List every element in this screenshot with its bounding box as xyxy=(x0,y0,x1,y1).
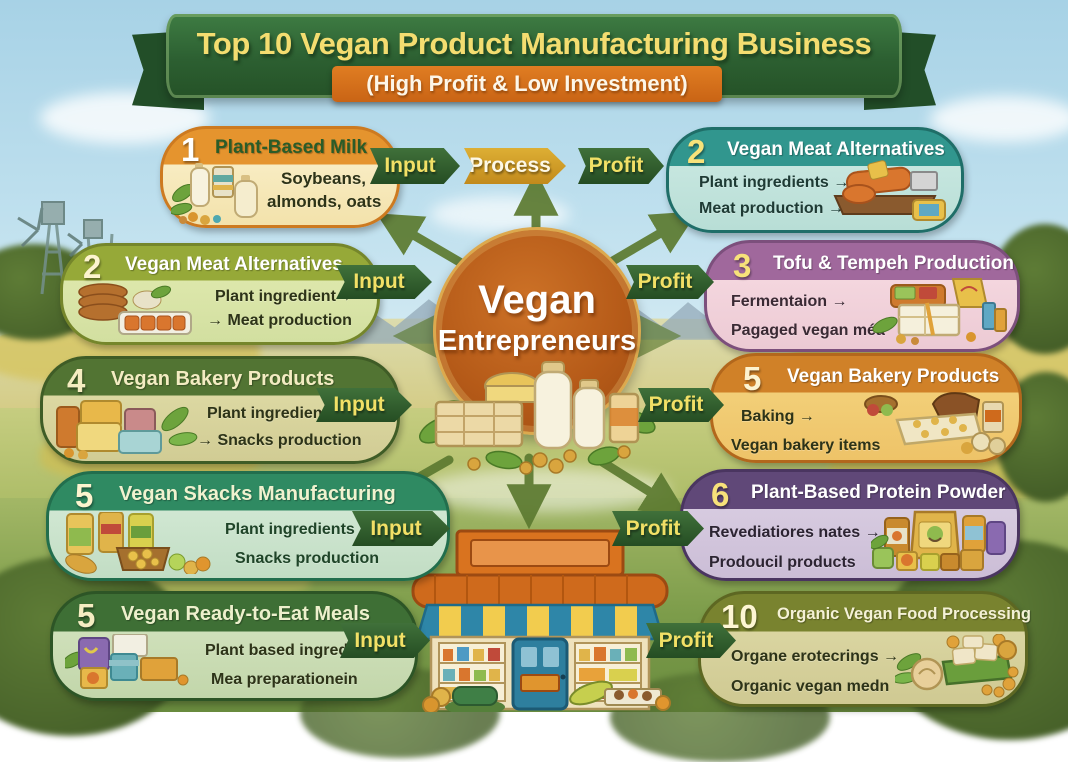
item-title: Vegan Bakery Products xyxy=(111,368,335,390)
input-label: Input xyxy=(354,628,406,652)
page-title: Top 10 Vegan Product Manufacturing Busin… xyxy=(196,26,872,61)
item-title: Vegan Bakery Products xyxy=(787,366,1000,387)
profit-chevron: Profit xyxy=(612,511,704,546)
item-subline: Pagaged vegan méa xyxy=(731,322,885,339)
input-label: Input xyxy=(370,516,422,540)
item-number: 2 xyxy=(83,248,102,285)
item-title: Plant-Based Protein Powder xyxy=(751,482,1006,503)
item-title: Vegan Meat Alternatives xyxy=(125,254,343,275)
center-hub-line2: Entrepreneurs xyxy=(437,325,637,357)
profit-label: Profit xyxy=(658,628,714,652)
protein-jars-illustration xyxy=(871,510,1006,571)
item-subline: Prodoucil products xyxy=(709,554,856,571)
item-subline: → Snacks production xyxy=(197,432,362,449)
cloud xyxy=(430,196,570,232)
page-subtitle: (High Profit & Low Investment) xyxy=(332,66,722,102)
item-subline: Plant based ingredients xyxy=(205,642,386,659)
bread-illustration xyxy=(864,392,1006,455)
item-box-protein-powder: 6 Plant-Based Protein Powder Revediatior… xyxy=(680,469,1020,581)
item-subline: Plant ingredient→ xyxy=(215,288,352,305)
profit-chevron: Profit xyxy=(646,623,736,658)
item-box-vegan-bakery-right: 5 Vegan Bakery Products Baking → Vegan b… xyxy=(710,353,1022,463)
process-chevron: Process xyxy=(464,148,566,184)
input-chevron: Input xyxy=(336,265,432,299)
vegan-patties-illustration xyxy=(78,283,192,335)
item-title: Organic Vegan Food Processing xyxy=(777,605,1031,623)
input-chevron: Input xyxy=(316,388,412,422)
item-box-plant-based-milk: 1 Plant-Based Milk Soybeans, almonds, oa… xyxy=(160,126,400,228)
item-title: Vegan Ready-to-Eat Meals xyxy=(121,603,370,625)
profit-label: Profit xyxy=(625,516,681,540)
organic-bowl-illustration xyxy=(895,634,1019,698)
item-box-vegan-meat-left: 2 Vegan Meat Alternatives Plant ingredie… xyxy=(60,243,380,345)
item-box-organic-processing: 10 Organic Vegan Food Processing Organe … xyxy=(698,591,1031,707)
input-chevron: Input xyxy=(370,148,460,184)
snack-jars-illustration xyxy=(65,512,211,574)
input-label: Input xyxy=(384,154,436,177)
item-subline: Organe erotecrings → xyxy=(731,648,900,665)
item-subline: Soybeans, xyxy=(281,169,367,188)
profit-label: Profit xyxy=(637,270,693,293)
profit-chevron: Profit xyxy=(638,388,724,422)
item-subline: Plant ingredients → xyxy=(699,174,850,191)
profit-label: Profit xyxy=(648,393,704,416)
item-title: Tofu & Tempeh Production xyxy=(773,253,1014,274)
item-subline: Vegan bakery items xyxy=(731,437,881,454)
item-subline: Baking → xyxy=(741,408,815,425)
meat-tray-illustration xyxy=(833,160,946,221)
item-subline: Fermentaion → xyxy=(731,293,848,310)
item-title: Vegan Meat Alternatives xyxy=(727,139,945,160)
input-chevron: Input xyxy=(340,623,430,658)
bakery-packs-illustration xyxy=(56,400,198,459)
input-label: Input xyxy=(353,270,405,293)
item-subline: → Meat production xyxy=(207,312,352,329)
item-number: 6 xyxy=(711,476,730,513)
item-subline: Organic vegan medn xyxy=(731,678,890,695)
profit-chevron: Profit xyxy=(578,148,664,184)
item-number: 4 xyxy=(67,362,86,399)
process-label: Process xyxy=(469,154,551,177)
item-title: Vegan Skacks Manufacturing xyxy=(119,483,396,505)
item-box-tofu-tempeh: 3 Tofu & Tempeh Production Fermentaion →… xyxy=(704,240,1020,352)
tofu-blocks-illustration xyxy=(872,278,1007,345)
item-box-vegan-meat-right: 2 Vegan Meat Alternatives Plant ingredie… xyxy=(666,127,964,233)
item-number: 5 xyxy=(743,360,762,397)
input-label: Input xyxy=(333,393,385,416)
item-number: 1 xyxy=(181,131,200,168)
input-chevron: Input xyxy=(352,511,450,546)
storefront-illustration xyxy=(411,529,671,712)
item-number: 3 xyxy=(733,247,752,284)
item-subline: Meat production → xyxy=(699,200,844,217)
profit-chevron: Profit xyxy=(626,265,714,299)
meal-boxes-illustration xyxy=(65,634,189,689)
item-subline: Snacks production xyxy=(235,550,380,567)
vegan-products-illustration xyxy=(418,361,656,475)
item-number: 5 xyxy=(77,597,96,634)
cloud xyxy=(930,96,1068,142)
milk-bottles-illustration xyxy=(171,163,258,225)
item-subline: almonds, oats xyxy=(267,192,382,211)
item-subline: Mea preparationein xyxy=(211,671,358,688)
item-subline: Revediatiores nates → xyxy=(709,524,881,541)
item-number: 5 xyxy=(75,477,94,514)
item-number: 10 xyxy=(721,598,758,635)
profit-label: Profit xyxy=(588,154,644,177)
item-number: 2 xyxy=(687,133,706,170)
center-hub-line1: Vegan xyxy=(478,278,596,322)
item-subline: Plant ingredients → xyxy=(225,521,376,538)
item-title: Plant-Based Milk xyxy=(215,137,368,158)
